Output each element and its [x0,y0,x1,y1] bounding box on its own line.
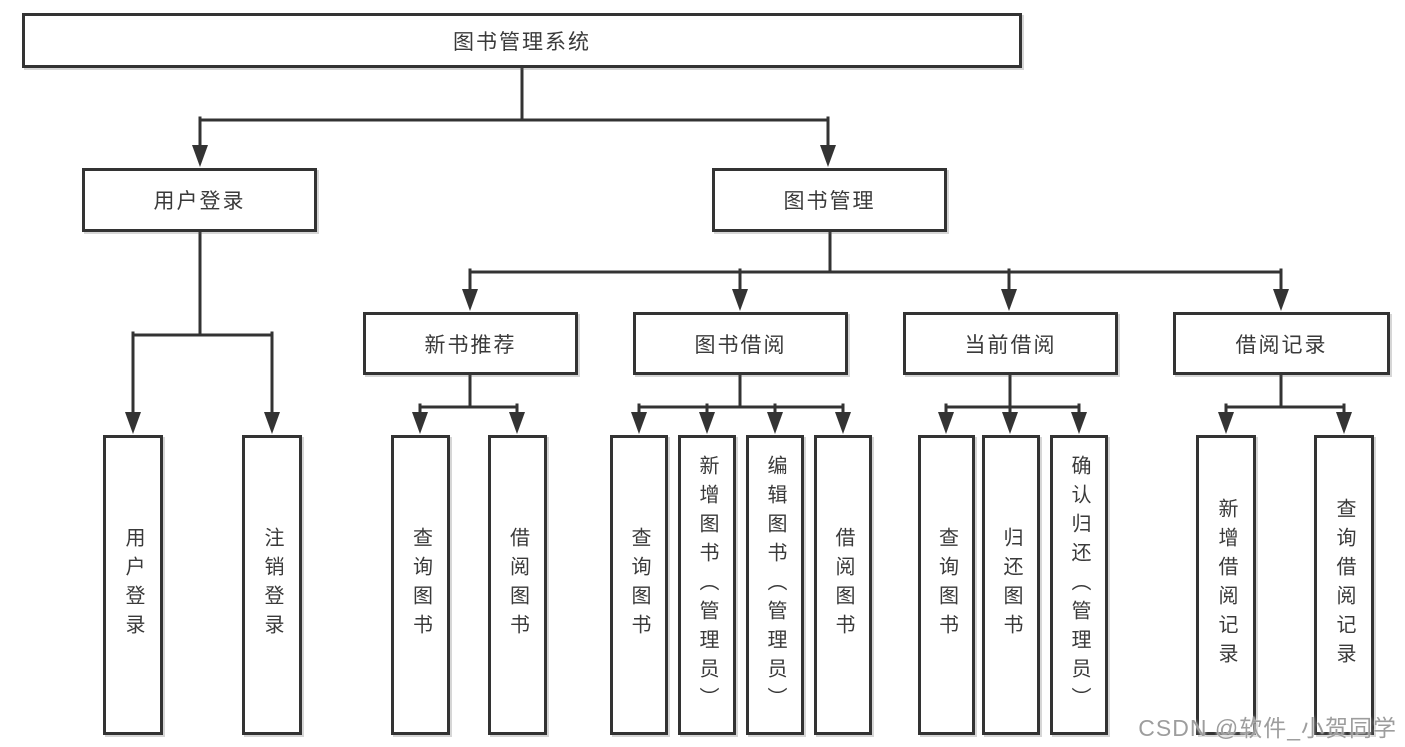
node-label: 归还图书 [1000,527,1022,643]
node-label: 借阅图书 [506,527,529,643]
leaf-user-login: 用户登录 [103,435,163,735]
node-new-book-recommend: 新书推荐 [363,312,578,375]
node-label: 用户登录 [153,190,246,213]
leaf-query-books-current: 查询图书 [918,435,975,735]
node-label: 查询图书 [628,527,650,643]
node-book-borrow: 图书借阅 [633,312,848,375]
node-label: 编辑图书（管理员） [764,454,786,716]
node-label: 新增图书（管理员） [696,454,718,716]
leaf-query-books-borrow: 查询图书 [610,435,668,735]
node-label: 新书推荐 [424,333,517,357]
node-label: 新增借阅记录 [1215,498,1237,672]
node-user-login: 用户登录 [82,168,317,232]
leaf-add-books-admin: 新增图书（管理员） [678,435,736,735]
leaf-return-books: 归还图书 [982,435,1040,735]
leaf-edit-books-admin: 编辑图书（管理员） [746,435,804,735]
node-label: 用户登录 [122,527,144,643]
leaf-borrow-books-recommend: 借阅图书 [488,435,547,735]
leaf-logout: 注销登录 [242,435,302,735]
csdn-watermark: CSDN @软件_小贺同学 [1138,715,1397,741]
node-label: 图书管理 [783,190,876,213]
node-label: 当前借阅 [964,333,1057,357]
node-current-borrow: 当前借阅 [903,312,1118,375]
node-label: 查询借阅记录 [1333,498,1355,672]
node-book-management: 图书管理 [712,168,947,232]
node-label: 注销登录 [261,527,283,643]
node-label: 查询图书 [409,527,432,643]
node-label: 借阅记录 [1235,333,1328,357]
node-root-system: 图书管理系统 [22,13,1022,68]
leaf-borrow-books: 借阅图书 [814,435,872,735]
node-label: 确认归还（管理员） [1068,454,1090,716]
leaf-query-books-recommend: 查询图书 [391,435,450,735]
node-borrow-records: 借阅记录 [1173,312,1390,375]
leaf-query-borrow-record: 查询借阅记录 [1314,435,1374,735]
leaf-add-borrow-record: 新增借阅记录 [1196,435,1256,735]
node-label: 借阅图书 [832,527,854,643]
node-label: 查询图书 [935,527,958,643]
node-label: 图书借阅 [694,333,787,357]
leaf-confirm-return-admin: 确认归还（管理员） [1050,435,1108,735]
arrow-heads [125,145,1352,434]
node-label: 图书管理系统 [453,30,591,54]
